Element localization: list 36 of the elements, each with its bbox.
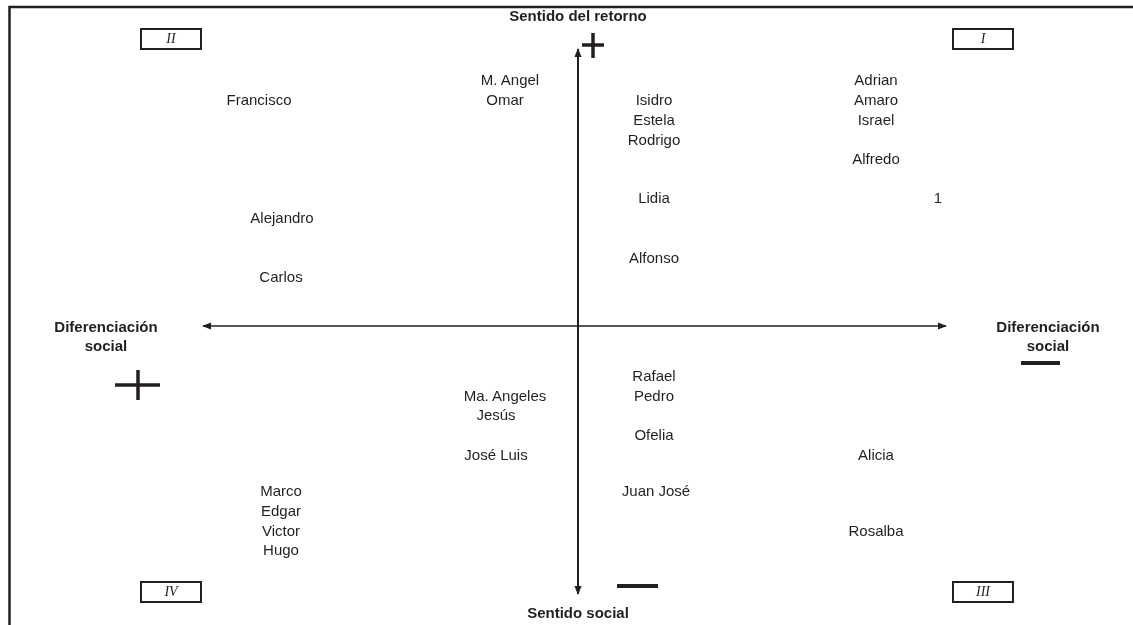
name-label: Juan José	[621, 482, 691, 500]
name-label: Victor	[261, 522, 301, 540]
name-label: Ma. Angeles	[463, 387, 547, 405]
number-label: 1	[933, 189, 943, 207]
quadrant-numeral-box: IV	[140, 581, 202, 603]
name-label: Alfonso	[629, 249, 679, 267]
name-label: Francisco	[226, 91, 292, 109]
name-label: Israel	[857, 111, 895, 129]
name-label: José Luis	[464, 446, 528, 464]
name-label: Carlos	[259, 268, 303, 286]
name-label: Amaro	[853, 91, 899, 109]
axis-title: Sentido social	[527, 604, 629, 622]
name-label: Edgar	[261, 502, 301, 520]
name-label: Omar	[486, 91, 524, 109]
name-label: Pedro	[634, 387, 674, 405]
name-label: Jesús	[476, 406, 516, 424]
name-label: Hugo	[263, 541, 299, 559]
axis-title: Diferenciación social	[53, 317, 159, 355]
axis-title: Sentido del retorno	[509, 7, 647, 25]
name-label: Adrian	[854, 71, 898, 89]
name-label: Alejandro	[250, 209, 314, 227]
axis-title: Diferenciación social	[995, 317, 1101, 355]
name-label: Ofelia	[634, 426, 674, 444]
name-label: Estela	[633, 111, 675, 129]
name-label: Marco	[260, 482, 302, 500]
quadrant-numeral-box: II	[140, 28, 202, 50]
name-label: Alicia	[858, 446, 894, 464]
quadrant-numeral-box: I	[952, 28, 1014, 50]
name-label: M. Angel	[480, 71, 540, 89]
name-label: Rosalba	[848, 522, 904, 540]
name-label: Lidia	[638, 189, 670, 207]
name-label: Rodrigo	[627, 131, 681, 149]
name-label: Isidro	[635, 91, 673, 109]
quadrant-numeral-box: III	[952, 581, 1014, 603]
name-label: Rafael	[632, 367, 676, 385]
name-label: Alfredo	[852, 150, 900, 168]
